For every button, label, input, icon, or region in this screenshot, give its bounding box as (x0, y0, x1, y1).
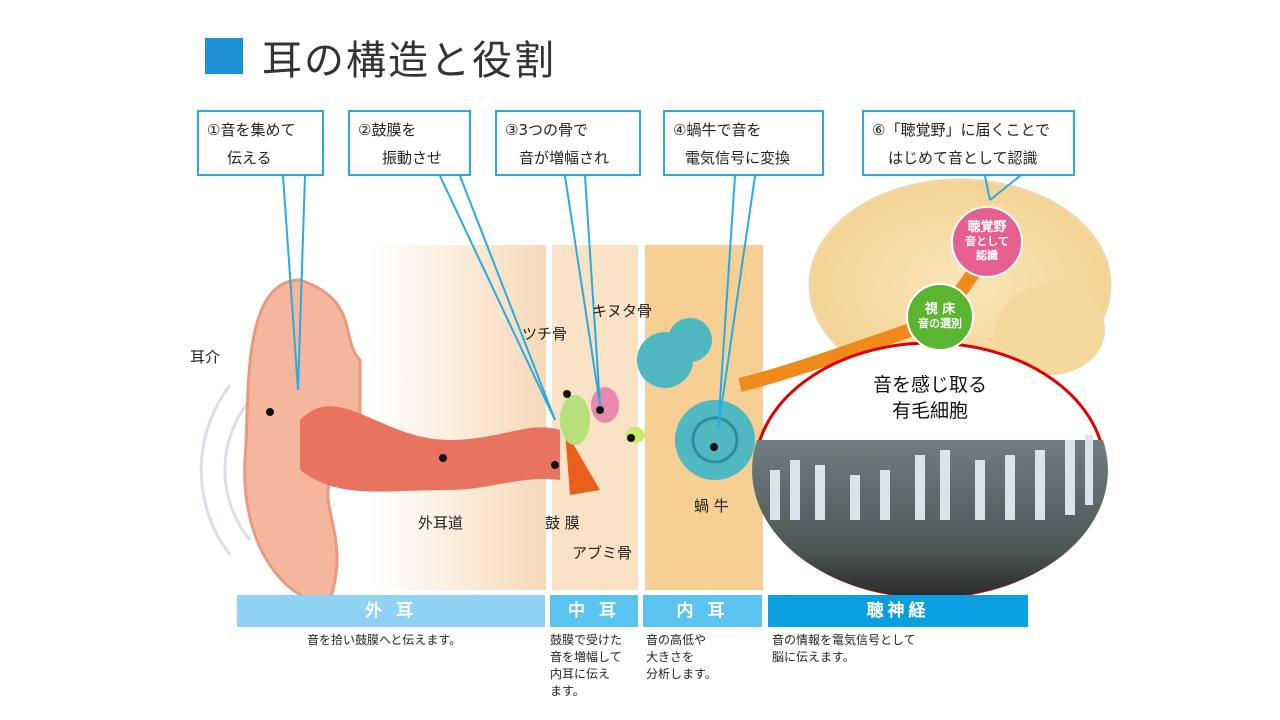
callout-2: ②鼓膜を 振動させ (348, 110, 471, 176)
label-stapes: アブミ骨 (572, 544, 633, 562)
desc-line: ます。 (550, 684, 585, 698)
callout-3: ③3つの骨で 音が増幅され (495, 110, 641, 176)
badge-sub: 認識 (976, 249, 998, 262)
desc-line: 脳に伝えます。 (772, 650, 855, 664)
callout-text: 音が増幅され (519, 149, 610, 167)
callout-text: ④蝸牛で音を (673, 121, 762, 139)
eardrum-shape (565, 430, 600, 495)
callout-text: 振動させ (382, 149, 443, 167)
label-ear-canal: 外耳道 (418, 514, 464, 532)
hair-cells (770, 435, 1093, 520)
label-incus: キヌタ骨 (592, 302, 653, 320)
badge-title: 聴覚野 (967, 220, 1007, 235)
desc-line: 大きさを (646, 650, 695, 664)
section-outer-ear: 外 耳 (237, 595, 545, 627)
section-inner-ear: 内 耳 (643, 595, 762, 627)
badge-sub: 音の選別 (918, 317, 962, 330)
desc-line: 分析します。 (646, 667, 717, 681)
callout-1: ①音を集めて 伝える (197, 110, 324, 176)
desc-line: 内耳に伝え (550, 667, 611, 681)
desc-line: 音の情報を電気信号として (772, 633, 916, 647)
incus-shape (591, 387, 619, 423)
callout-text: ②鼓膜を (358, 121, 417, 139)
label-malleus: ツチ骨 (522, 325, 568, 343)
desc-line: 鼓膜で受けた (550, 633, 623, 647)
label-eardrum: 鼓 膜 (545, 514, 580, 532)
desc-inner-ear: 音の高低や 大きさを 分析します。 (646, 632, 717, 683)
desc-line: 音を拾い鼓膜へと伝えます。 (307, 633, 462, 647)
caption-line: 有毛細胞 (891, 400, 968, 422)
outer-ear-panel (370, 245, 546, 590)
desc-line: 音を増幅して (550, 650, 622, 664)
section-auditory-nerve: 聴神経 (768, 595, 1028, 627)
hair-cell-caption: 音を感じ取る 有毛細胞 (830, 372, 1030, 424)
title-marker (205, 38, 243, 74)
caption-line: 音を感じ取る (872, 374, 987, 396)
callout-text: はじめて音として認識 (888, 149, 1038, 167)
section-middle-ear: 中 耳 (550, 595, 638, 627)
thalamus-badge: 視 床 音の選別 (906, 283, 974, 351)
callout-6: ⑥「聴覚野」に届くことで はじめて音として認識 (862, 110, 1075, 176)
auditory-cortex-badge: 聴覚野 音として 認識 (951, 206, 1023, 278)
ear-canal-shape (300, 406, 560, 492)
desc-auditory-nerve: 音の情報を電気信号として 脳に伝えます。 (772, 632, 916, 666)
label-pinna: 耳介 (190, 348, 221, 366)
callout-text: ①音を集めて (207, 121, 296, 139)
label-cochlea: 蝸 牛 (694, 497, 729, 515)
callout-text: ③3つの骨で (505, 121, 588, 139)
desc-outer-ear: 音を拾い鼓膜へと伝えます。 (307, 632, 461, 649)
callout-4: ④蝸牛で音を 電気信号に変換 (663, 110, 824, 176)
desc-line: 音の高低や (646, 633, 707, 647)
malleus-shape (560, 395, 590, 445)
cochlea-shape (675, 400, 755, 480)
callout-text: 電気信号に変換 (685, 149, 791, 167)
callout-text: ⑥「聴覚野」に届くことで (872, 121, 1050, 139)
page-title: 耳の構造と役割 (262, 38, 556, 84)
badge-title: 視 床 (924, 302, 956, 317)
desc-middle-ear: 鼓膜で受けた 音を増幅して 内耳に伝え ます。 (550, 632, 622, 700)
badge-sub: 音として (965, 235, 1009, 248)
callout-text: 伝える (227, 149, 272, 167)
